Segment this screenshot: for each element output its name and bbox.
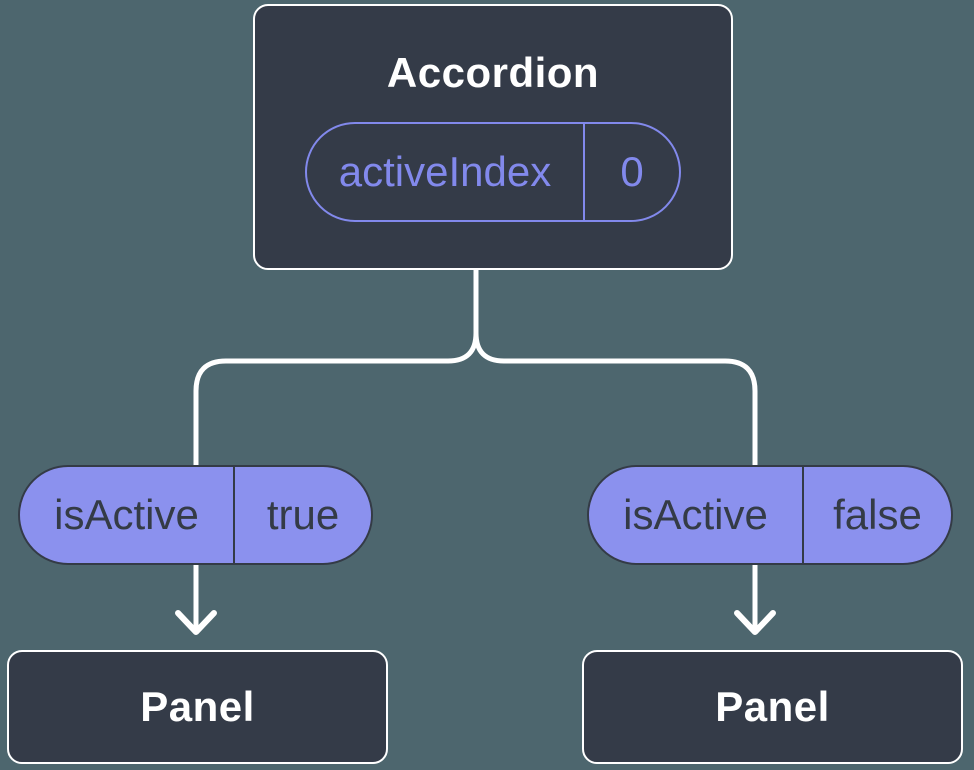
state-pill: activeIndex 0	[305, 122, 681, 222]
prop-pill-right-value: false	[833, 491, 922, 538]
prop-pill-left-value: true	[266, 491, 340, 538]
arrowhead-left-icon	[175, 610, 217, 635]
accordion-node: Accordion activeIndex 0	[253, 4, 733, 270]
prop-pill-right-name: isActive	[589, 467, 804, 563]
connector-right-branch	[473, 263, 758, 629]
accordion-node-title: Accordion	[386, 49, 600, 96]
prop-pill-right: isActive false	[587, 465, 953, 565]
panel-node-right: Panel	[582, 650, 963, 764]
connector-left-branch	[193, 263, 479, 629]
prop-pill-left: isActive true	[18, 465, 373, 565]
arrowhead-right-icon	[734, 610, 776, 635]
panel-node-left: Panel	[7, 650, 388, 764]
state-pill-name: activeIndex	[307, 124, 585, 220]
state-pill-value: 0	[620, 148, 644, 195]
prop-pill-left-name: isActive	[20, 467, 235, 563]
panel-node-left-title: Panel	[140, 683, 255, 730]
panel-node-right-title: Panel	[715, 683, 830, 730]
